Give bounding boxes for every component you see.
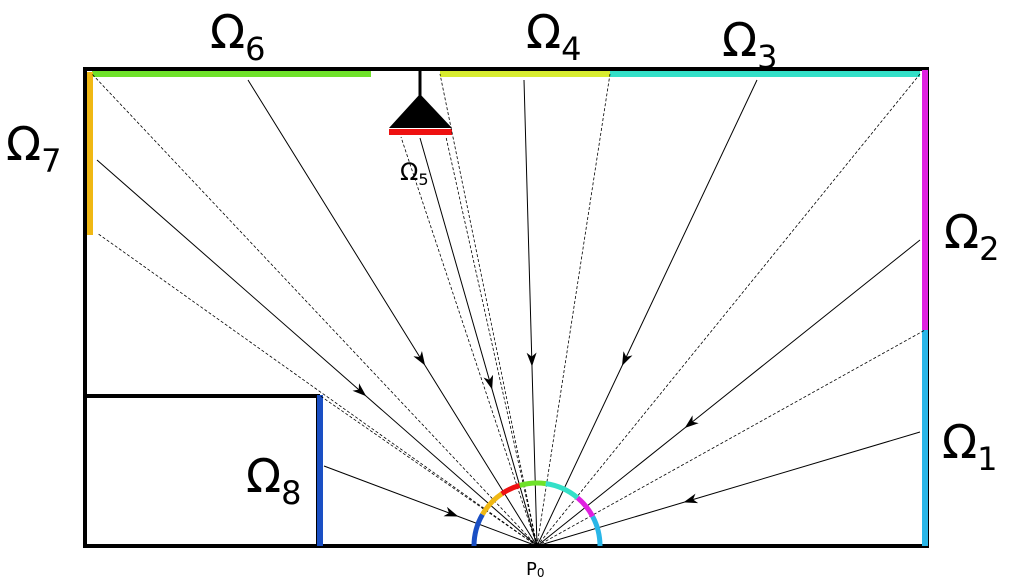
receiver-arc-omega7	[480, 491, 504, 516]
omega-4-label: Ω4	[526, 5, 582, 68]
receiver-arc-omega5	[500, 483, 521, 496]
receiver-arc-omega6	[518, 480, 547, 488]
dashed-ray	[91, 73, 538, 547]
dashed-ray	[318, 394, 538, 547]
dashed-ray	[439, 73, 538, 547]
p0-label: P0	[526, 559, 545, 580]
omega-8-label: Ω8	[246, 449, 302, 512]
omega-1-label: Ω1	[942, 415, 998, 478]
solid-ray	[419, 137, 538, 547]
solid-ray	[536, 79, 758, 547]
omega-7-label: Ω7	[6, 117, 62, 180]
dashed-ray	[536, 73, 611, 547]
dashed-ray	[536, 73, 921, 547]
room-outline	[83, 67, 929, 548]
dashed-rays	[91, 73, 926, 547]
omega-2-label: Ω2	[944, 205, 1000, 268]
boundary-segments	[87, 70, 928, 546]
omega-3-label: Ω3	[722, 13, 778, 76]
dashed-ray	[400, 136, 538, 547]
solid-ray	[536, 431, 921, 547]
solid-rays	[96, 79, 921, 547]
solid-ray	[247, 79, 538, 547]
dashed-ray	[536, 329, 926, 547]
receiver-arc	[471, 480, 603, 547]
receiver-arc-omega3	[545, 481, 580, 500]
omega-5-label: Ω5	[400, 158, 429, 189]
receiver-arc-omega1	[590, 515, 603, 547]
solid-ray	[96, 159, 538, 547]
obstacle-box	[83, 394, 320, 548]
omega-6-label: Ω6	[210, 5, 266, 68]
solid-ray	[536, 239, 921, 547]
receiver-arc-omega8	[471, 513, 485, 547]
solid-ray	[323, 465, 538, 547]
receiver-arc-omega2	[575, 495, 595, 518]
speaker-body	[389, 94, 452, 128]
solid-ray	[523, 79, 538, 547]
